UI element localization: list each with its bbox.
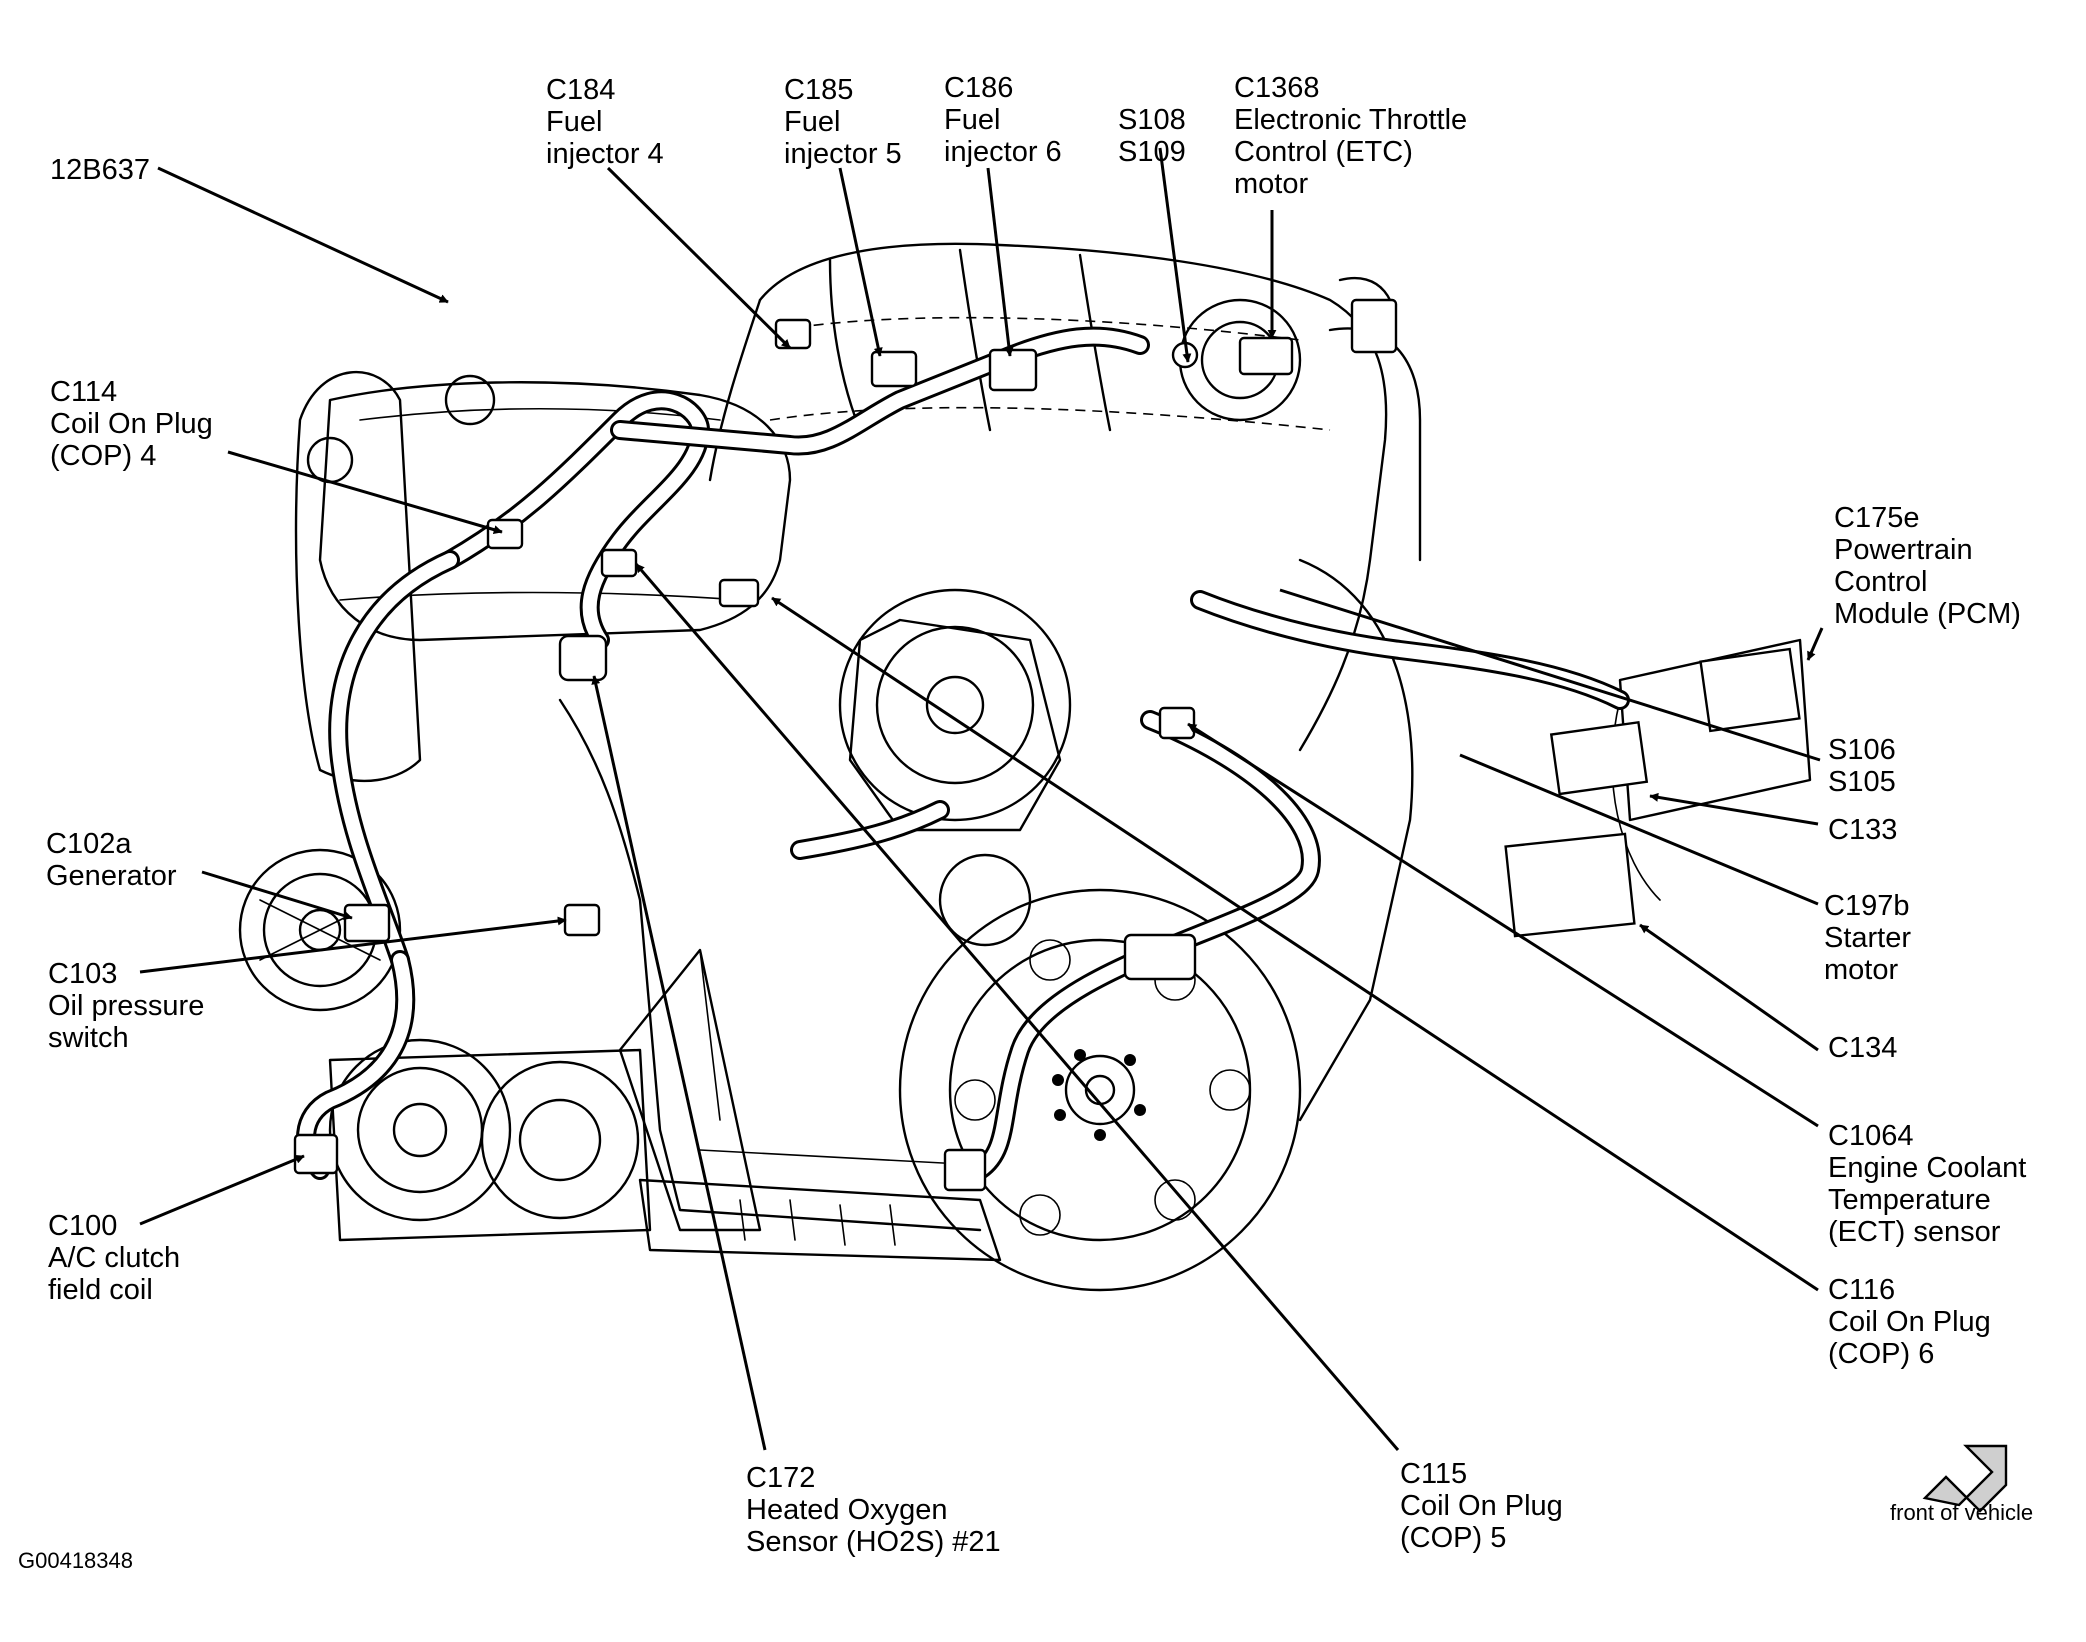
label-c100: C100 A/C clutch field coil [48, 1210, 180, 1306]
label-c134: C134 [1828, 1032, 1897, 1064]
front-of-vehicle-text: front of vehicle [1890, 1500, 2034, 1525]
leader-12b637 [157, 166, 449, 304]
label-c184-line-1: C184 [546, 74, 616, 106]
label-c185-line-2: Fuel [784, 106, 841, 138]
figure-id: G00418348 [18, 1548, 133, 1574]
label-c102a: C102a Generator [46, 828, 177, 892]
label-c185-line-1: C185 [784, 74, 854, 106]
label-c184-line-3: injector 4 [546, 138, 664, 170]
label-c1368: C1368 Electronic Throttle Control (ETC) … [1234, 72, 1467, 200]
label-c1368-line-3: Control (ETC) [1234, 136, 1413, 168]
label-c172-line-1: C172 [746, 1462, 816, 1494]
front-of-vehicle-arrow-icon [1922, 1444, 2008, 1513]
label-c115: C115 Coil On Plug (COP) 5 [1400, 1458, 1563, 1554]
label-c172: C172 Heated Oxygen Sensor (HO2S) #21 [746, 1462, 1001, 1558]
label-c102a-line-1: C102a [46, 828, 132, 860]
leader-c184 [606, 166, 792, 350]
label-c186-line-2: Fuel [944, 104, 1001, 136]
label-c172-line-3: Sensor (HO2S) #21 [746, 1526, 1001, 1558]
leader-c102a [201, 870, 353, 920]
label-c100-line-1: C100 [48, 1210, 118, 1242]
label-s108-line: S108 [1118, 104, 1186, 136]
label-c175e-line-4: Module (PCM) [1834, 598, 2021, 630]
label-c133: C133 [1828, 814, 1897, 846]
label-c100-line-3: field coil [48, 1274, 153, 1306]
label-c114: C114 Coil On Plug (COP) 4 [50, 376, 213, 472]
label-c114-line-1: C114 [50, 376, 118, 408]
front-of-vehicle-label: front of vehicle [1890, 1500, 2033, 1526]
label-c197b: C197b Starter motor [1824, 890, 1911, 986]
connectors [293, 298, 1398, 1192]
label-s106-s105: S106 S105 [1828, 734, 1896, 798]
label-c103-line-3: switch [48, 1022, 129, 1054]
label-c1368-line-4: motor [1234, 168, 1309, 200]
label-c185: C185 Fuel injector 5 [784, 74, 902, 170]
label-c1064-line-3: Temperature [1828, 1184, 1991, 1216]
leader-c185 [838, 167, 883, 357]
wiring-harness [296, 326, 1630, 1180]
label-c1064: C1064 Engine Coolant Temperature (ECT) s… [1828, 1120, 2026, 1248]
label-c197b-line-2: Starter [1824, 922, 1912, 954]
label-c116-line-2: Coil On Plug [1828, 1306, 1991, 1338]
label-c115-line-1: C115 [1400, 1458, 1468, 1490]
label-c186: C186 Fuel injector 6 [944, 72, 1062, 168]
label-c114-line-2: Coil On Plug [50, 408, 213, 440]
leader-c175e [1806, 627, 1824, 661]
label-c115-line-2: Coil On Plug [1400, 1490, 1563, 1522]
leader-c116 [771, 596, 1819, 1292]
label-c115-line-3: (COP) 5 [1400, 1522, 1507, 1554]
label-c116-line-3: (COP) 6 [1828, 1338, 1935, 1370]
figure-id-text: G00418348 [18, 1548, 133, 1573]
leader-s108 [1158, 147, 1192, 363]
leader-c172 [591, 675, 767, 1451]
label-s108-s109: S108 S109 [1118, 104, 1186, 168]
leader-c134 [1639, 923, 1819, 1052]
label-c1064-line-4: (ECT) sensor [1828, 1216, 2001, 1248]
label-c184-line-2: Fuel [546, 106, 603, 138]
label-c103: C103 Oil pressure switch [48, 958, 204, 1054]
label-s105-line: S105 [1828, 766, 1896, 798]
label-c103-line-2: Oil pressure [48, 990, 205, 1022]
leader-c197b [1459, 753, 1819, 906]
label-c103-line-1: C103 [48, 958, 118, 990]
label-c186-line-3: injector 6 [944, 136, 1062, 168]
label-c116-line-1: C116 [1828, 1274, 1896, 1306]
label-c186-line-1: C186 [944, 72, 1014, 104]
label-c133-line: C133 [1828, 814, 1898, 846]
label-c1064-line-2: Engine Coolant [1828, 1152, 2027, 1184]
label-c1368-line-2: Electronic Throttle [1234, 104, 1468, 136]
label-c134-line: C134 [1828, 1032, 1898, 1064]
leader-s106 [1279, 588, 1821, 762]
label-c197b-line-1: C197b [1824, 890, 1910, 922]
leader-c186 [986, 167, 1014, 357]
leader-c100 [139, 1154, 305, 1226]
label-c172-line-2: Heated Oxygen [746, 1494, 948, 1526]
label-c175e: C175e Powertrain Control Module (PCM) [1834, 502, 2021, 630]
label-c175e-line-3: Control [1834, 566, 1928, 598]
leader-c103 [139, 916, 567, 974]
label-c102a-line-2: Generator [46, 860, 177, 892]
label-c175e-line-2: Powertrain [1834, 534, 1973, 566]
leader-c114 [227, 450, 503, 535]
label-12b637: 12B637 [50, 154, 150, 186]
label-s106-line: S106 [1828, 734, 1896, 766]
label-c100-line-2: A/C clutch [48, 1242, 181, 1274]
leader-c115 [634, 563, 1400, 1451]
leader-c1064 [1187, 722, 1819, 1128]
engine-drawing [238, 242, 1812, 1292]
label-c184: C184 Fuel injector 4 [546, 74, 664, 170]
leader-lines [139, 147, 1824, 1451]
label-c1368-line-1: C1368 [1234, 72, 1320, 104]
label-c185-line-3: injector 5 [784, 138, 902, 170]
label-c114-line-3: (COP) 4 [50, 440, 157, 472]
label-s109-line: S109 [1118, 136, 1186, 168]
leader-c133 [1649, 792, 1819, 826]
label-12b637-line: 12B637 [50, 154, 150, 186]
label-c175e-line-1: C175e [1834, 502, 1920, 534]
label-c197b-line-3: motor [1824, 954, 1899, 986]
label-c116: C116 Coil On Plug (COP) 6 [1828, 1274, 1991, 1370]
label-c1064-line-1: C1064 [1828, 1120, 1914, 1152]
